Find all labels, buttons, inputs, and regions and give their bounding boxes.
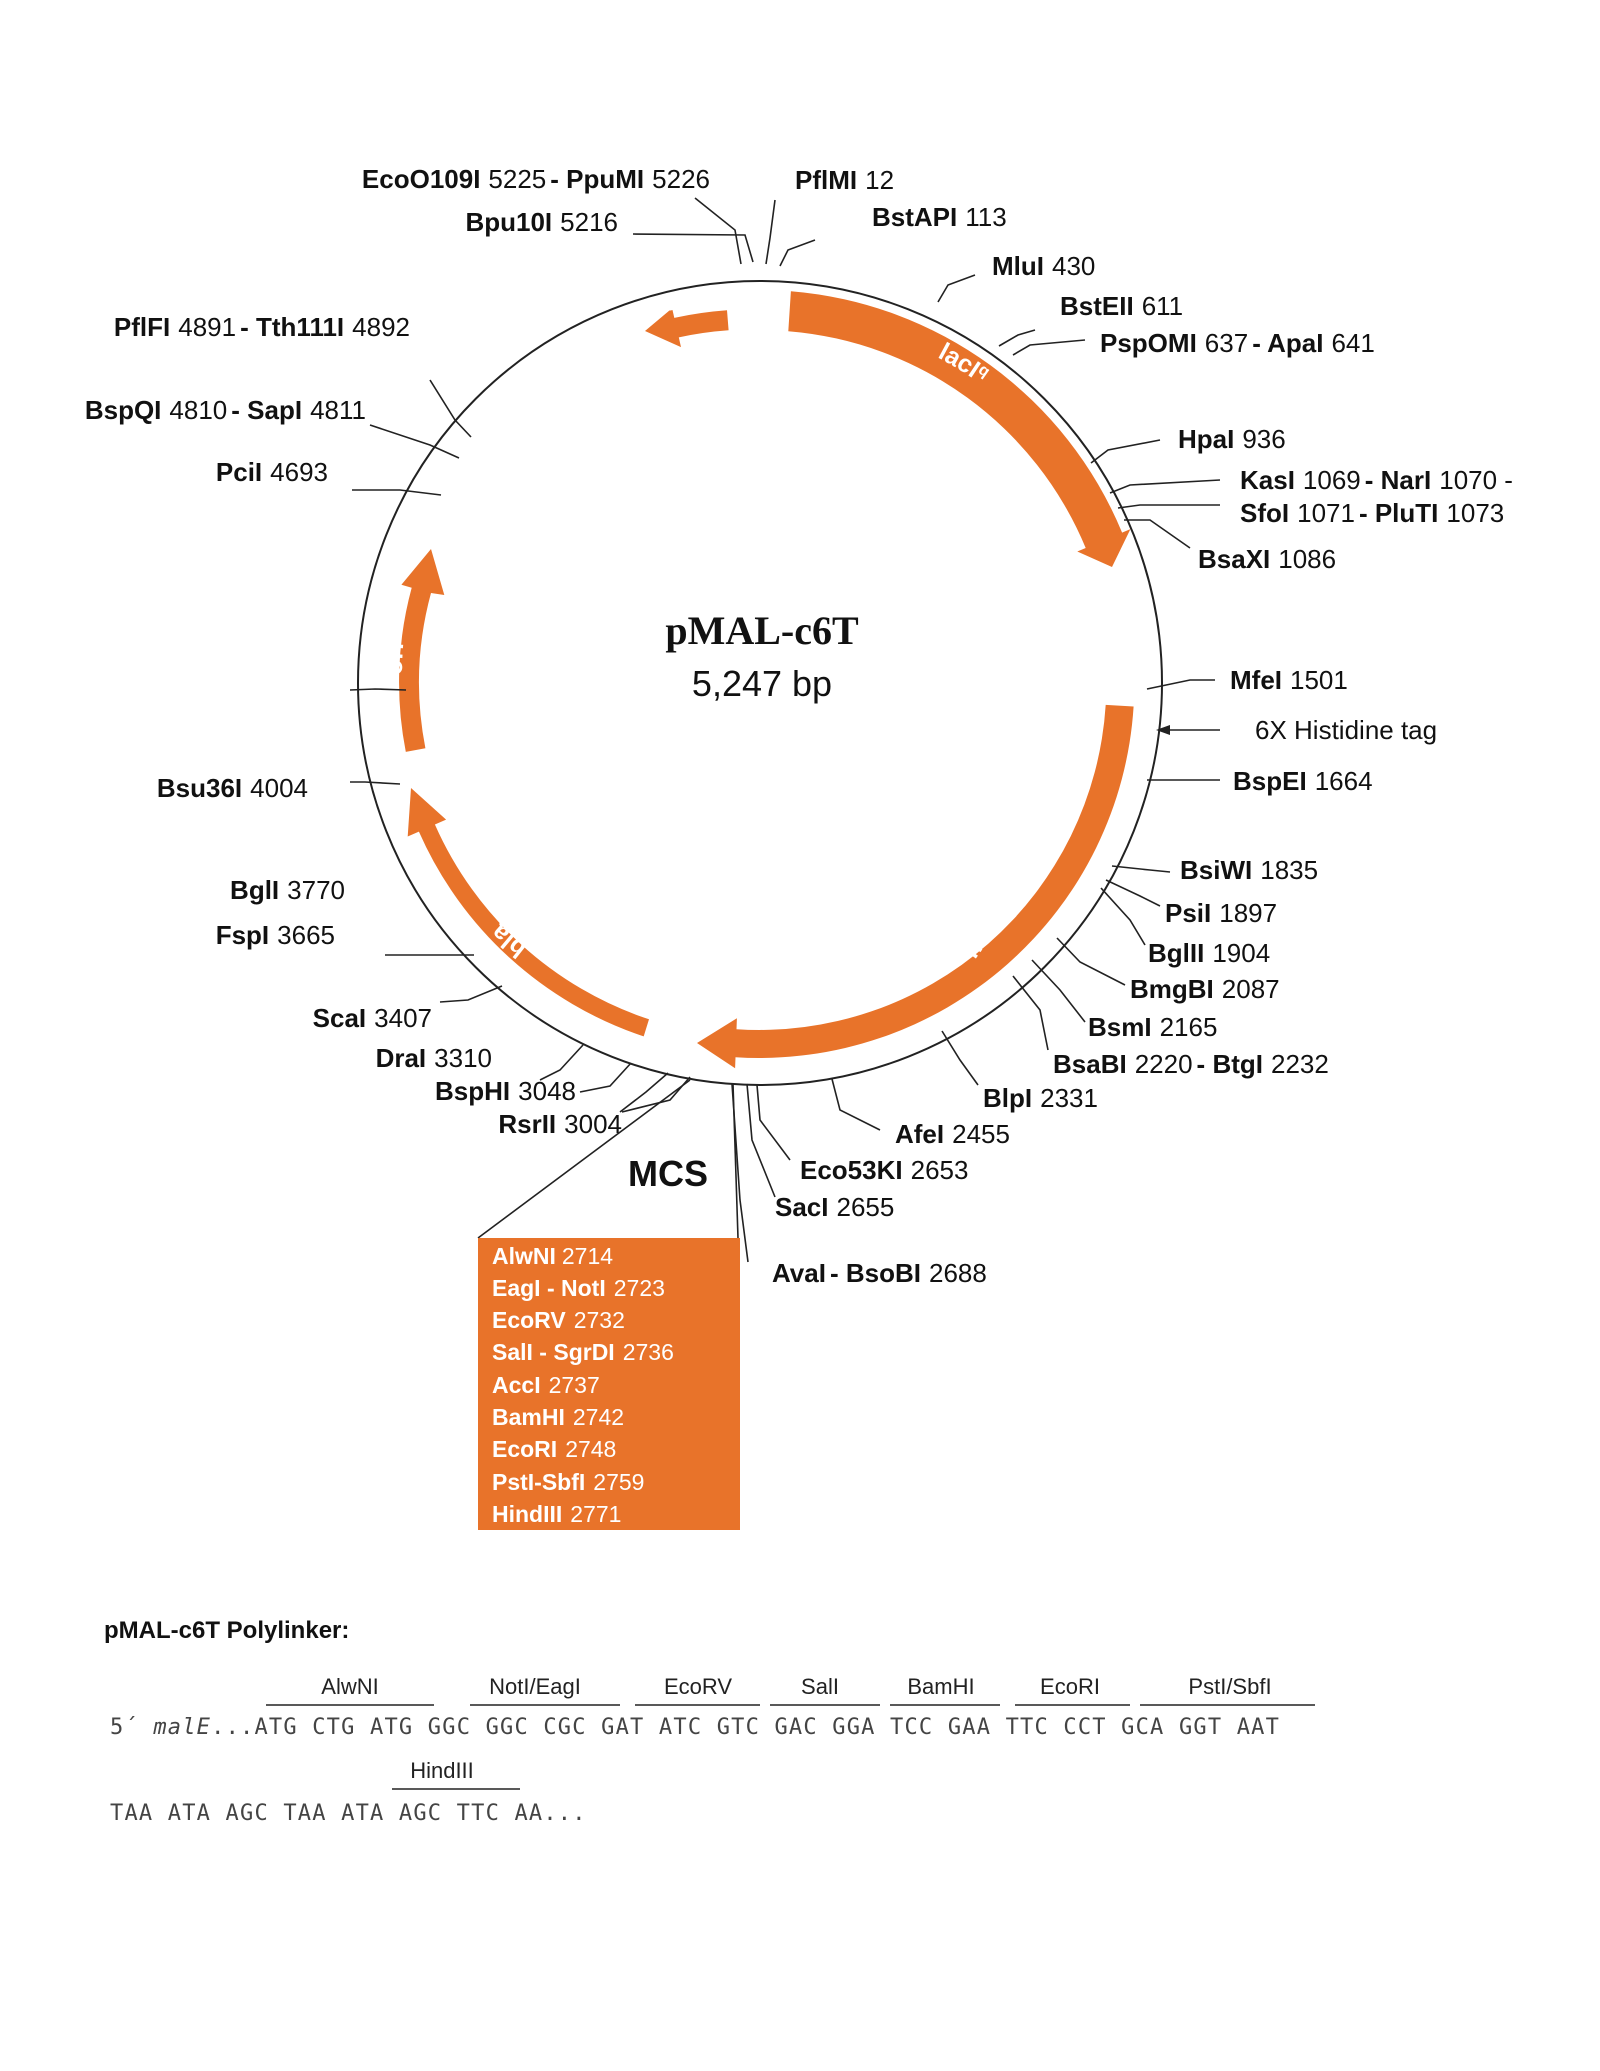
mcs-title: MCS [628, 1153, 708, 1194]
histag-label: 6X Histidine tag [1255, 715, 1437, 745]
feature-arrow-rop [645, 308, 729, 348]
polylinker: pMAL-c6T Polylinker: AlwNI NotI/EagI Eco… [104, 1617, 1315, 1826]
plasmid-backbone [357, 280, 1163, 1086]
mcs-box [478, 1238, 740, 1530]
polylinker-enzyme-ecorv: EcoRV [664, 1674, 732, 1699]
polylinker-enzyme-sali: SalI [801, 1674, 839, 1699]
feature-arrow-laci [788, 291, 1131, 567]
polylinker-enzyme-alwni: AlwNI [321, 1674, 378, 1699]
polylinker-seq-line2: TAA ATA AGC TAA ATA AGC TTC AA... [110, 1801, 587, 1826]
svg-text:rop: rop [649, 285, 695, 320]
feature-label-ori: ori [380, 641, 409, 675]
polylinker-enzyme-noti-eagi: NotI/EagI [489, 1674, 581, 1699]
feature-label-rop: rop [649, 285, 695, 320]
feature-arrow-ori [399, 549, 445, 752]
feature-arrow-bla [407, 788, 649, 1037]
plasmid-name: pMAL-c6T [665, 608, 859, 653]
feature-arrow-male [697, 704, 1134, 1069]
polylinker-seq-line1: 5´ malE...ATG CTG ATG GGC GGC CGC GAT AT… [110, 1715, 1280, 1740]
polylinker-enzyme-hindiii: HindIII [410, 1758, 474, 1783]
polylinker-title: pMAL-c6T Polylinker: [104, 1617, 349, 1644]
polylinker-enzyme-psti-sbfi: PstI/SbfI [1188, 1674, 1271, 1699]
plasmid-size: 5,247 bp [692, 663, 832, 704]
svg-text:ori: ori [380, 641, 409, 675]
feature-arrows [399, 291, 1134, 1069]
polylinker-enzyme-bamhi: BamHI [907, 1674, 974, 1699]
polylinker-enzyme-ecori: EcoRI [1040, 1674, 1100, 1699]
